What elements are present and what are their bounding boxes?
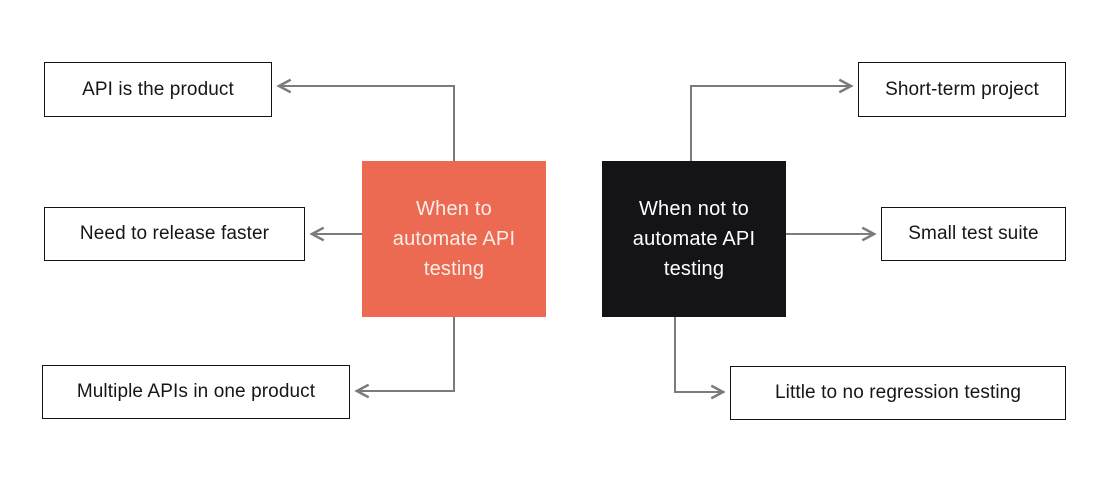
node-multiple-apis-in-one-product: Multiple APIs in one product	[42, 365, 350, 419]
connector-when-not-to-short-term	[690, 78, 854, 161]
node-api-is-the-product: API is the product	[44, 62, 272, 117]
node-small-test-suite: Small test suite	[881, 207, 1066, 261]
node-when-to-automate: When to automate API testing	[362, 161, 546, 317]
node-little-to-no-regression-testing: Little to no regression testing	[730, 366, 1066, 420]
connector-when-to-api-product	[276, 78, 455, 161]
connector-when-not-to-regression	[674, 317, 726, 400]
node-need-to-release-faster: Need to release faster	[44, 207, 305, 261]
connector-when-to-multiple-apis	[354, 317, 455, 399]
node-when-not-to-automate: When not to automate API testing	[602, 161, 786, 317]
node-short-term-project: Short-term project	[858, 62, 1066, 117]
